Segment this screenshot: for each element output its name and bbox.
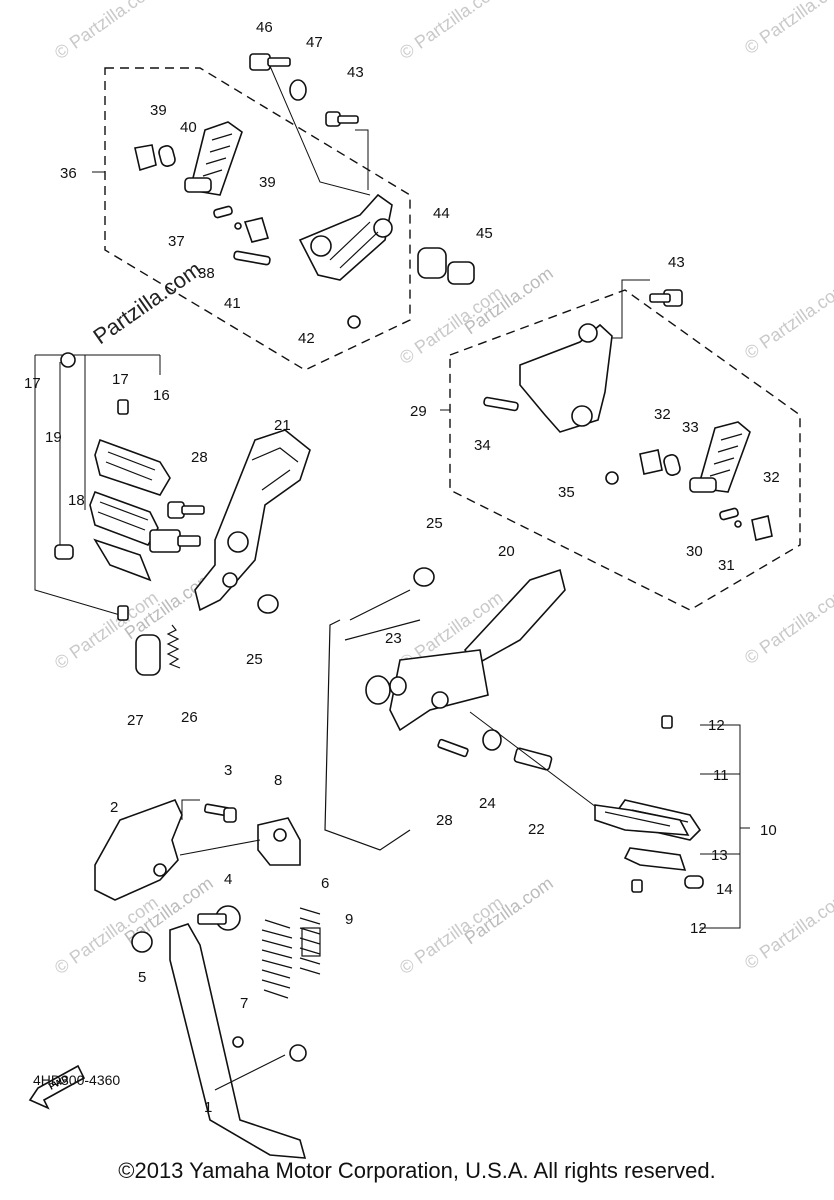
callout-label: 9 — [345, 911, 353, 928]
callout-label: 22 — [528, 821, 545, 838]
callout-label: 43 — [347, 64, 364, 81]
callout-label: 27 — [127, 712, 144, 729]
callout-label: 4 — [224, 871, 232, 888]
callout-label: 47 — [306, 34, 323, 51]
callout-label: 28 — [436, 812, 453, 829]
callout-label: 32 — [654, 406, 671, 423]
callout-label: 34 — [474, 437, 491, 454]
sidestand-assembly: FWD — [28, 798, 321, 1159]
callout-label: 3 — [224, 762, 232, 779]
callout-label: 44 — [433, 205, 450, 222]
rear-footrest-bracket-right-assembly — [440, 279, 801, 611]
callout-label: 30 — [686, 543, 703, 560]
callout-label: 35 — [558, 484, 575, 501]
watermark: © Partzilla.com — [741, 277, 834, 363]
callout-label: 25 — [246, 651, 263, 668]
callouts: 1 2 3 4 5 6 7 8 9 10 11 12 12 13 14 16 1… — [24, 19, 780, 1116]
callout-label: 36 — [60, 165, 77, 182]
copyright-notice: ©2013 Yamaha Motor Corporation, U.S.A. A… — [118, 1158, 716, 1183]
callout-label: 26 — [181, 709, 198, 726]
callout-label: 8 — [274, 772, 282, 789]
callout-label: 42 — [298, 330, 315, 347]
rear-footrest-bracket-left-assembly — [92, 53, 475, 371]
callout-label: 17 — [112, 371, 129, 388]
front-footrest-right-assembly — [324, 567, 750, 929]
callout-label: 20 — [498, 543, 515, 560]
callout-label: 18 — [68, 492, 85, 509]
callout-label: 41 — [224, 295, 241, 312]
callout-label: 1 — [204, 1099, 212, 1116]
callout-label: 37 — [168, 233, 185, 250]
watermark: © Partzilla.com — [741, 0, 834, 58]
callout-label: 16 — [153, 387, 170, 404]
callout-label: 6 — [321, 875, 329, 892]
callout-label: 14 — [716, 881, 733, 898]
callout-label: 25 — [426, 515, 443, 532]
callout-label: 43 — [668, 254, 685, 271]
watermark: © Partzilla.com — [396, 0, 507, 63]
callout-label: 31 — [718, 557, 735, 574]
callout-label: 21 — [274, 417, 291, 434]
callout-label: 12 — [708, 717, 725, 734]
callout-label: 12 — [690, 920, 707, 937]
callout-label: 7 — [240, 995, 248, 1012]
watermark: © Partzilla.com — [741, 887, 834, 973]
callout-label: 40 — [180, 119, 197, 136]
callout-label: 24 — [479, 795, 496, 812]
callout-label: 23 — [385, 630, 402, 647]
callout-label: 2 — [110, 799, 118, 816]
callout-label: 33 — [682, 419, 699, 436]
front-footrest-left-assembly — [34, 352, 311, 676]
callout-label: 11 — [713, 767, 729, 784]
callout-label: 39 — [150, 102, 167, 119]
callout-label: 28 — [191, 449, 208, 466]
callout-label: 5 — [138, 969, 146, 986]
callout-label: 13 — [711, 847, 728, 864]
drawing-code: 4HD300-4360 — [33, 1072, 121, 1088]
watermark: © Partzilla.com — [51, 0, 162, 63]
callout-label: 17 — [24, 375, 41, 392]
watermark: © Partzilla.com — [741, 582, 834, 668]
callout-label: 38 — [198, 265, 215, 282]
callout-label: 39 — [259, 174, 276, 191]
callout-label: 45 — [476, 225, 493, 242]
callout-label: 46 — [256, 19, 273, 36]
callout-label: 10 — [760, 822, 777, 839]
callout-label: 29 — [410, 403, 427, 420]
callout-label: 19 — [45, 429, 62, 446]
callout-label: 32 — [763, 469, 780, 486]
watermark-large: Partzilla.com — [89, 256, 206, 349]
